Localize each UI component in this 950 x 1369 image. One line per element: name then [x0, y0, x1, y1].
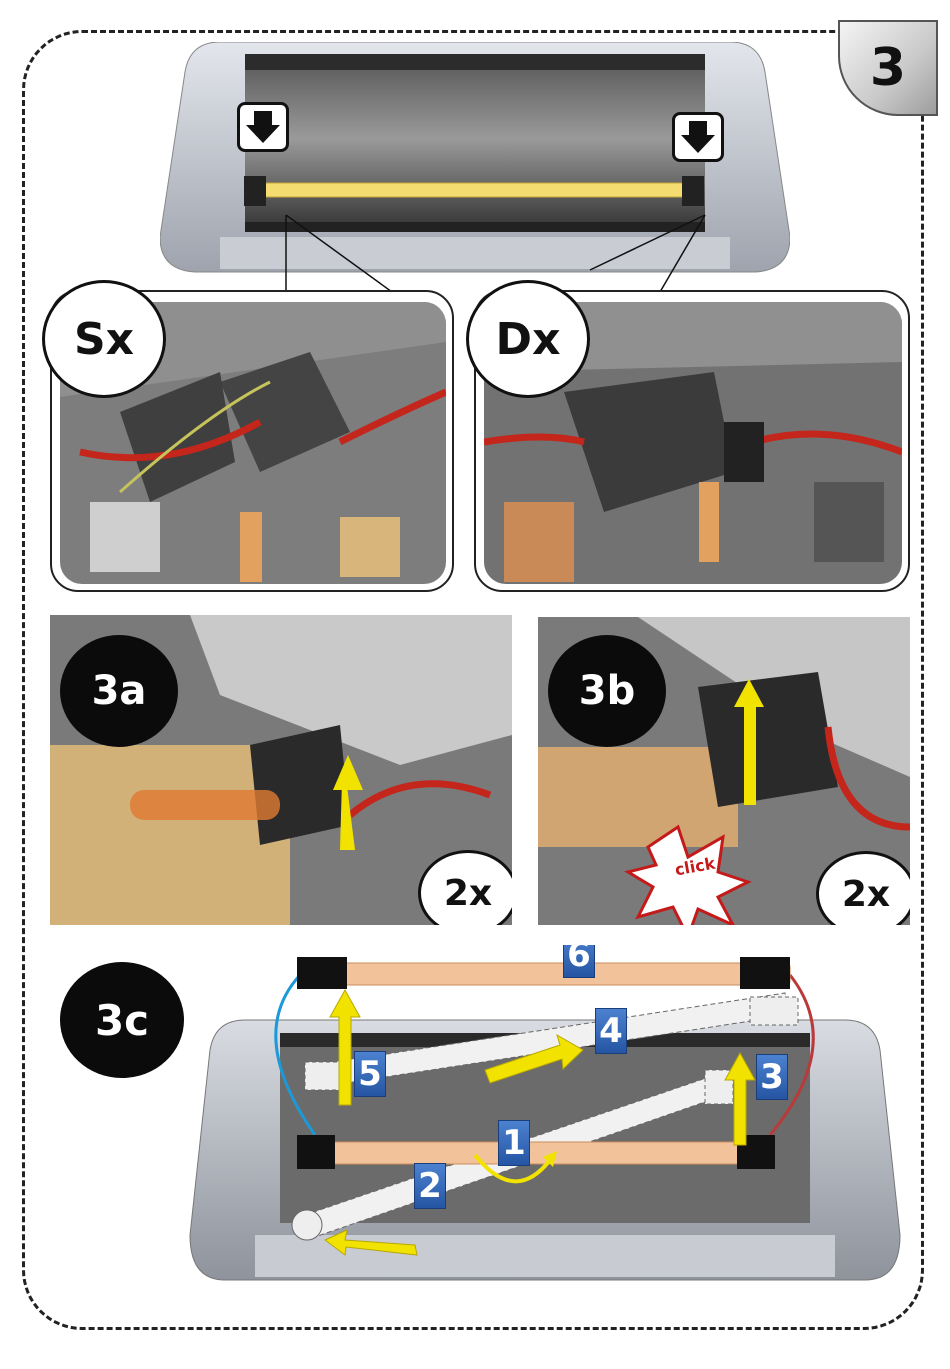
detail-3b-label-bubble: 3b — [548, 635, 666, 747]
sequence-diagram: 1 2 3 4 5 6 — [185, 945, 905, 1285]
detail-3a-count-bubble: 2x — [418, 850, 512, 925]
sequence-step-1: 1 — [498, 1120, 530, 1166]
right-label: Dx — [496, 314, 561, 365]
sequence-label-bubble: 3c — [60, 962, 184, 1078]
sequence-step-3: 3 — [756, 1054, 788, 1100]
detail-3b-count: 2x — [842, 874, 890, 915]
detail-3b-label: 3b — [579, 668, 635, 714]
detail-3a-label: 3a — [92, 668, 147, 714]
left-label: Sx — [74, 314, 134, 365]
sequence-step-4: 4 — [595, 1008, 627, 1054]
detail-3b-photo: 3b click 2x — [538, 617, 910, 925]
left-detail-callout: Sx — [50, 290, 454, 592]
sequence-step-5: 5 — [354, 1051, 386, 1097]
right-detail-callout: Dx — [474, 290, 910, 592]
sequence-label: 3c — [95, 996, 149, 1045]
left-label-bubble: Sx — [42, 280, 166, 398]
detail-3a-label-bubble: 3a — [60, 635, 178, 747]
right-label-bubble: Dx — [466, 280, 590, 398]
detail-3a-photo: 3a 2x — [50, 615, 512, 925]
sequence-step-6: 6 — [563, 945, 595, 978]
connector-lines — [0, 0, 950, 320]
sequence-step-2: 2 — [414, 1163, 446, 1209]
detail-3a-count: 2x — [444, 873, 492, 914]
